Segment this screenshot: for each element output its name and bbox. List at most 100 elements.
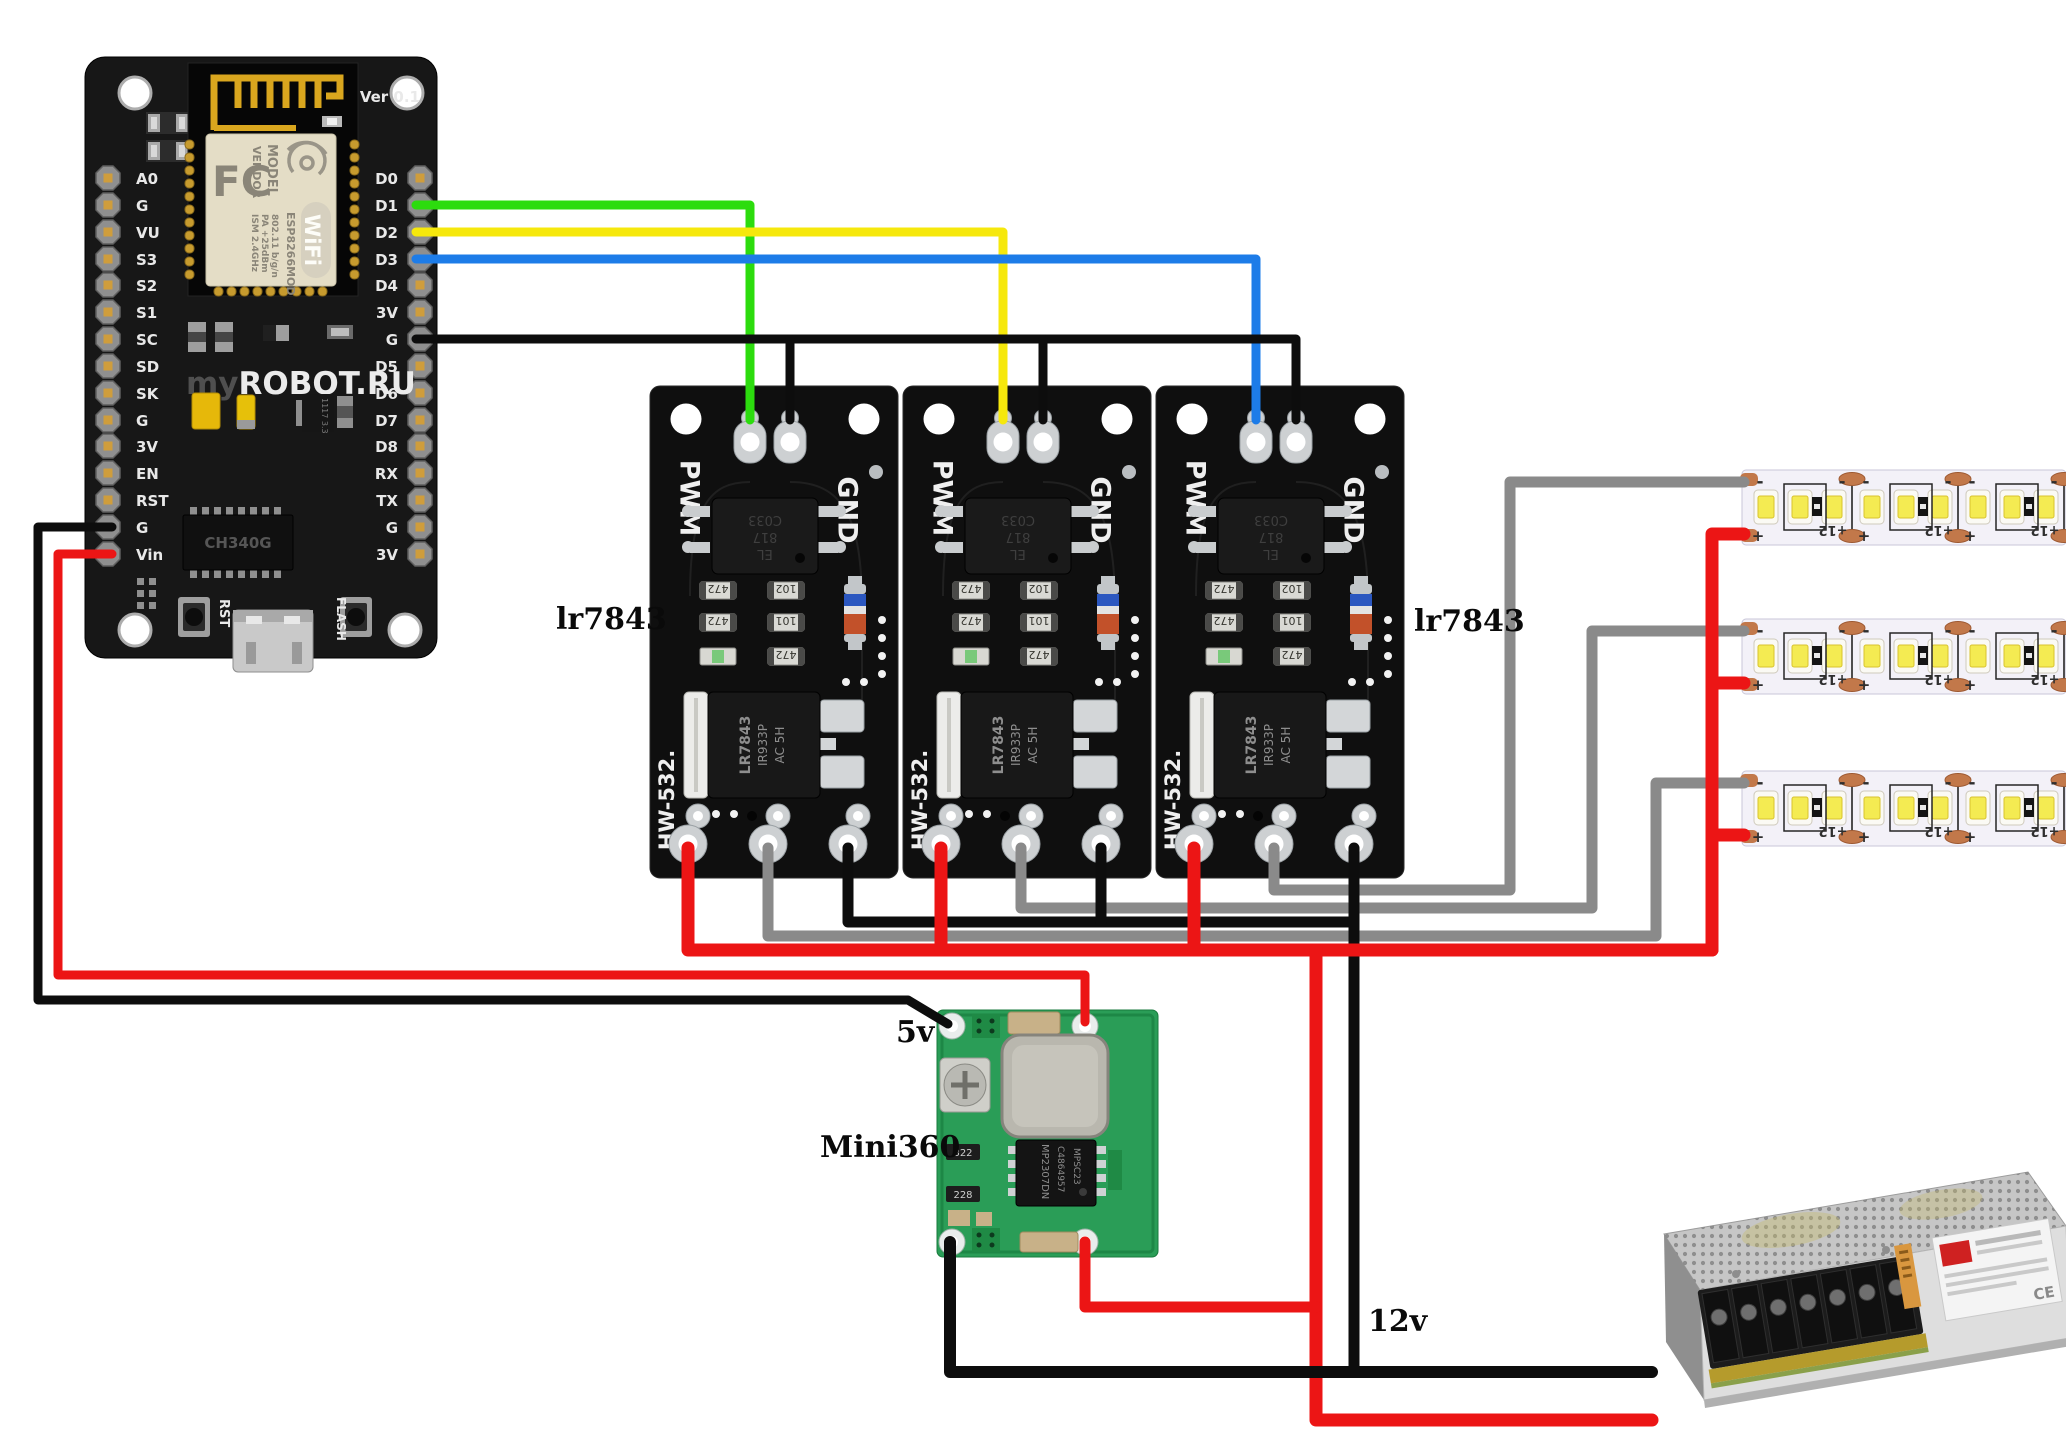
svg-text:228: 228 — [953, 1190, 972, 1201]
label-lr7843-left: lr7843 — [556, 602, 667, 637]
pin-label-rst: RST — [136, 492, 169, 510]
flash-button: FLASH — [334, 597, 372, 641]
pin-label-d8: D8 — [375, 438, 398, 456]
wire-d2-pwm2-yellow — [411, 227, 1008, 425]
flash-button-label: FLASH — [334, 597, 348, 641]
pin-label-rx: RX — [375, 465, 399, 483]
nodemcu-board: FC MODEL VENDOR ESP8266MOD ISM 2.4GHz PA… — [84, 56, 438, 673]
pin-label-d5: D5 — [375, 358, 398, 376]
usb-uart-chip: CH340G — [182, 507, 294, 578]
svg-text:1117 3.3: 1117 3.3 — [320, 398, 329, 434]
esp-vendor-text: VENDOR — [250, 146, 263, 199]
pin-label-d3: D3 — [375, 251, 398, 269]
pin-label-gr2: G — [386, 519, 398, 537]
label-12v: 12v — [1368, 1304, 1429, 1339]
wire-vin-5v-red — [53, 549, 1090, 1027]
power-supply: CE — [1663, 1171, 2066, 1408]
mosfet-module-3 — [1156, 386, 1404, 878]
pin-label-d6: D6 — [375, 385, 398, 403]
svg-text:WiFi: WiFi — [300, 214, 324, 266]
left-pin-header: A0 G VU S3 S2 S1 SC SD SK G 3V EN RST G … — [95, 165, 169, 567]
pin-label-sd: SD — [136, 358, 159, 376]
pin-label-sc: SC — [136, 331, 158, 349]
castellated-pads — [184, 139, 360, 297]
chip-marking: CH340G — [204, 534, 271, 552]
esp8266-module: FC MODEL VENDOR ESP8266MOD ISM 2.4GHz PA… — [184, 62, 360, 297]
pin-label-d7: D7 — [375, 412, 398, 430]
wifi-swirl-icon — [286, 140, 328, 176]
reset-button: RST — [178, 597, 231, 637]
voltage-regulator: 1117 3.3 — [296, 394, 353, 434]
led-strip-2 — [1740, 619, 2066, 694]
esp-model-text: MODEL — [264, 144, 279, 196]
mini-smd: 322 228 — [946, 1144, 1122, 1226]
pin-label-a0: A0 — [136, 170, 158, 188]
psu-label: CE — [1931, 1217, 2063, 1322]
terminal-block — [1697, 1255, 1929, 1389]
right-pin-header: D0 D1 D2 D3 D4 3V G D5 D6 D7 D8 RX TX G … — [375, 165, 433, 567]
ic-marking: C4864957 — [1055, 1146, 1065, 1192]
pin-label-g: G — [136, 197, 148, 215]
trim-pot — [939, 1057, 991, 1113]
label-mini360: Mini360 — [820, 1130, 960, 1165]
wifi-badge: WiFi — [300, 202, 331, 278]
inductor — [1000, 1033, 1110, 1139]
mosfet-module-2 — [903, 386, 1151, 878]
esp-std-text: 802.11 b/g/n — [269, 214, 279, 278]
wire-module2-strip2-gray — [1015, 625, 1750, 914]
pin-label-gr: G — [386, 331, 398, 349]
pin-label-vu: VU — [136, 224, 160, 242]
pin-label-tx: TX — [376, 492, 398, 510]
led-strip-1 — [1740, 470, 2066, 545]
smd-components — [188, 322, 353, 352]
wire-d1-pwm1-green — [411, 200, 755, 425]
pin-label-3v2: 3V — [376, 304, 398, 322]
svg-text:322: 322 — [953, 1148, 972, 1159]
caution-sticker — [1894, 1243, 1922, 1310]
mosfet-module-1 — [650, 386, 898, 878]
mini360-converter: MP2307DN C4864957 MPSC23 322 228 — [936, 1009, 1159, 1258]
esp-module-text: ESP8266MOD — [284, 212, 297, 296]
fcc-logo: FC — [212, 157, 272, 206]
reset-button-label: RST — [216, 599, 231, 627]
esp-ism-text: ISM 2.4GHz — [249, 214, 259, 272]
pin-label-d1: D1 — [375, 197, 398, 215]
pin-label-vin: Vin — [136, 546, 163, 564]
pin-label-d0: D0 — [375, 170, 398, 188]
wire-ground-bus-black — [842, 842, 1360, 1378]
usb-connector — [232, 609, 314, 673]
wire-mini360-psu-black — [944, 1236, 1658, 1378]
wire-d3-pwm3-blue — [411, 254, 1261, 425]
pin-label-g2: G — [136, 412, 148, 430]
label-lr7843-right: lr7843 — [1414, 604, 1525, 639]
wire-module3-strip1-gray — [1268, 476, 1750, 896]
pin-label-s1: S1 — [136, 304, 157, 322]
wire-12v-bus-red — [681, 527, 1751, 1427]
pin-label-g3: G — [136, 519, 148, 537]
wire-mini360-12v-red — [1079, 1236, 1322, 1313]
pin-label-3v: 3V — [136, 438, 158, 456]
led-strip-3 — [1740, 771, 2066, 846]
ic-marking: MPSC23 — [1071, 1148, 1081, 1185]
buck-ic: MP2307DN C4864957 MPSC23 — [1008, 1139, 1106, 1207]
via-dots — [137, 578, 156, 609]
pin-label-en: EN — [136, 465, 159, 483]
pin-label-d4: D4 — [375, 277, 398, 295]
pin-label-d2: D2 — [375, 224, 398, 242]
pin-label-s2: S2 — [136, 277, 157, 295]
wire-gnd-signal-black — [411, 334, 1301, 425]
label-5v: 5v — [896, 1015, 936, 1050]
board-version: Ver 0.1 — [360, 88, 420, 106]
capacitors — [191, 392, 256, 430]
pin-label-3v3: 3V — [376, 546, 398, 564]
pin-label-s3: S3 — [136, 251, 157, 269]
wire-module1-strip3-gray — [762, 777, 1750, 942]
ic-marking: MP2307DN — [1039, 1144, 1050, 1199]
esp-pa-text: PA +25dBm — [259, 214, 269, 273]
smd-component — [146, 112, 190, 162]
pin-label-sk: SK — [136, 385, 160, 403]
wire-gnd-mini360-black — [33, 522, 953, 1029]
antenna-trace — [210, 74, 344, 131]
header-marks — [972, 1014, 1000, 1252]
